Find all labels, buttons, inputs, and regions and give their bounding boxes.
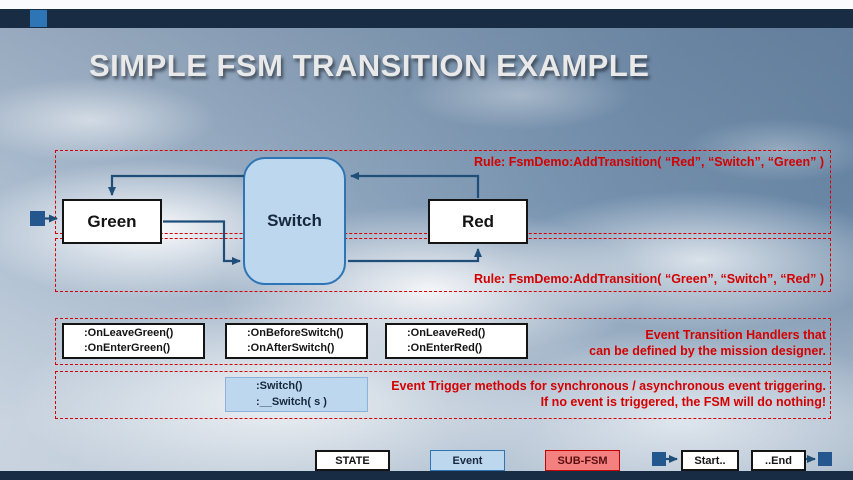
- rule-text-top: Rule: FsmDemo:AddTransition( “Red”, “Swi…: [473, 155, 824, 169]
- top-accent-square: [30, 10, 47, 27]
- handler-before-switch: :OnBeforeSwitch(): [247, 326, 344, 339]
- legend-subfsm-label: SUB-FSM: [557, 454, 608, 467]
- handlers-note-line1: Event Transition Handlers that: [645, 328, 826, 342]
- handler-box-red: :OnLeaveRed() :OnEnterRed(): [385, 323, 528, 359]
- legend-end-box: ..End: [751, 450, 806, 471]
- legend-start-box: Start..: [681, 450, 739, 471]
- legend-event-box: Event: [430, 450, 505, 471]
- top-accent-bar: [0, 9, 853, 28]
- rule-box-bottom: Rule: FsmDemo:AddTransition( “Green”, “S…: [55, 238, 831, 292]
- trigger-note: Event Trigger methods for synchronous / …: [391, 379, 826, 410]
- trigger-note-line2: If no event is triggered, the FSM will d…: [540, 394, 826, 409]
- handler-after-switch: :OnAfterSwitch(): [247, 342, 335, 354]
- handlers-note: Event Transition Handlers that can be de…: [589, 328, 826, 359]
- state-red-label: Red: [461, 211, 495, 231]
- event-switch-label: Switch: [267, 211, 322, 230]
- handlers-section: [55, 318, 831, 365]
- handlers-note-line2: can be defined by the mission designer.: [589, 343, 826, 358]
- rule-text-bottom: Rule: FsmDemo:AddTransition( “Green”, “S…: [473, 272, 824, 286]
- legend-subfsm-box: SUB-FSM: [545, 450, 620, 471]
- trigger-sync: :Switch(): [256, 380, 303, 393]
- state-box-red: Red: [428, 199, 528, 244]
- trigger-async: :__Switch( s ): [256, 395, 327, 408]
- legend-end-label: ..End: [765, 454, 792, 467]
- handler-leave-red: :OnLeaveRed(): [407, 326, 486, 339]
- top-white-strip: [0, 0, 853, 9]
- handler-box-switch: :OnBeforeSwitch() :OnAfterSwitch(): [225, 323, 368, 359]
- trigger-note-line1: Event Trigger methods for synchronous / …: [391, 379, 826, 393]
- trigger-box-switch: :Switch() :__Switch( s ): [225, 377, 368, 412]
- page-title: SIMPLE FSM TRANSITION EXAMPLE: [89, 48, 650, 83]
- legend-start-square: [652, 452, 666, 466]
- trigger-section: [55, 371, 831, 419]
- legend-event-label: Event: [452, 454, 483, 467]
- legend-end-square: [818, 452, 832, 466]
- handler-box-green: :OnLeaveGreen() :OnEnterGreen(): [62, 323, 205, 359]
- start-marker-square: [30, 211, 45, 226]
- handler-enter-red: :OnEnterRed(): [407, 342, 483, 354]
- legend-start-label: Start..: [694, 454, 726, 467]
- state-green-label: Green: [87, 211, 137, 231]
- bottom-accent-bar: [0, 471, 853, 480]
- legend-state-label: STATE: [335, 454, 370, 467]
- legend-state-box: STATE: [315, 450, 390, 471]
- event-box-switch: Switch: [243, 157, 346, 285]
- handler-leave-green: :OnLeaveGreen(): [84, 326, 174, 339]
- handler-enter-green: :OnEnterGreen(): [84, 342, 171, 354]
- state-box-green: Green: [62, 199, 162, 244]
